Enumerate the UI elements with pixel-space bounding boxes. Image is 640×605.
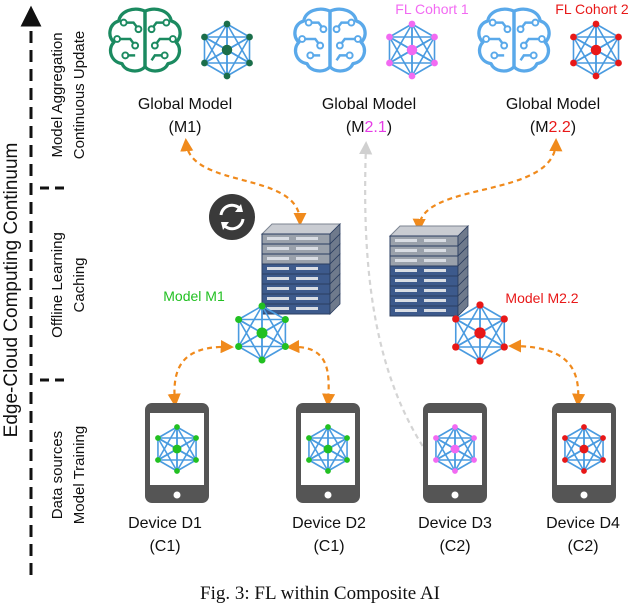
sync-icon [209,194,255,240]
edge-model-1-network [235,302,289,364]
global-model-3-label: Global Model (M2.2) FL Cohort 2 [506,1,629,136]
brain-circuit-icon [477,7,551,73]
global-model-2-title: Global Model [322,96,416,113]
device-3-tablet [423,403,487,503]
global-model-3-icons [477,7,622,80]
neural-network-icon [201,20,253,80]
device-4-name: Device D4 [546,515,620,532]
edge-model-1-label: Model M1 [163,288,225,304]
cohort-2-label: FL Cohort 2 [555,1,629,17]
server-icon [260,223,342,315]
global-model-3-id: (M2.2) [530,119,576,136]
global-model-1-label: Global Model (M1) [138,96,232,136]
neural-network-icon [155,424,199,474]
device-labels: Device D1 (C1) Device D2 (C1) Device D3 … [128,515,620,555]
neural-network-icon [306,424,350,474]
link-model-m22-to-device-d4 [508,339,586,407]
layer-label-data-line2: Model Training [71,426,88,524]
device-1-tablet [145,403,209,503]
neural-network-icon [562,424,606,474]
device-3-name: Device D3 [418,515,492,532]
device-2-tablet [296,403,360,503]
devices [145,403,616,503]
global-model-1-title: Global Model [138,96,232,113]
layer-label-aggregation-line1: Model Aggregation [49,32,66,157]
device-4-cohort: (C2) [567,538,598,555]
continuum-axis: Edge-Cloud Computing Continuum [1,5,42,575]
layer-label-offline: Offline Learning Caching [49,232,88,338]
model-exchange-links [167,138,586,472]
link-model-m1-to-device-d1 [167,340,234,407]
layer-label-data-line1: Data sources [49,431,66,519]
layer-label-offline-line2: Caching [71,257,88,312]
figure-caption: Fig. 3: FL within Composite AI [200,583,440,604]
global-model-2-icons [293,7,438,80]
brain-circuit-icon [293,7,367,73]
device-1-cohort: (C1) [149,538,180,555]
layer-label-data: Data sources Model Training [49,426,88,524]
neural-network-icon [433,424,477,474]
neural-network-icon [570,20,622,80]
link-global-m22-to-edge-server-2 [412,138,563,232]
device-1-name: Device D1 [128,515,202,532]
cohort-1-label: FL Cohort 1 [395,1,469,17]
link-global-m21-to-device-d3 [359,141,441,472]
global-model-2-id: (M2.1) [346,119,392,136]
layer-label-aggregation-line2: Continuous Update [71,31,88,159]
device-2-cohort: (C1) [313,538,344,555]
continuum-axis-title: Edge-Cloud Computing Continuum [1,143,22,438]
global-model-3-title: Global Model [506,96,600,113]
edge-model-2-network [452,301,508,365]
edge-models [235,301,508,365]
device-4-tablet [552,403,616,503]
device-3-cohort: (C2) [439,538,470,555]
link-global-m1-to-edge-server-1 [180,138,307,226]
link-model-m1-to-device-d2 [286,339,336,407]
edge-model-2-label: Model M2.2 [505,290,578,306]
global-model-1-id: (M1) [169,119,202,136]
brain-circuit-icon [108,7,182,73]
server-icon [388,225,470,317]
global-model-1-icons [108,7,253,80]
global-model-2-label: Global Model (M2.1) FL Cohort 1 [322,1,469,136]
device-2-name: Device D2 [292,515,366,532]
global-models [108,7,622,80]
neural-network-icon [386,20,438,80]
layer-label-aggregation: Model Aggregation Continuous Update [49,31,88,159]
layer-label-offline-line1: Offline Learning [49,232,66,338]
